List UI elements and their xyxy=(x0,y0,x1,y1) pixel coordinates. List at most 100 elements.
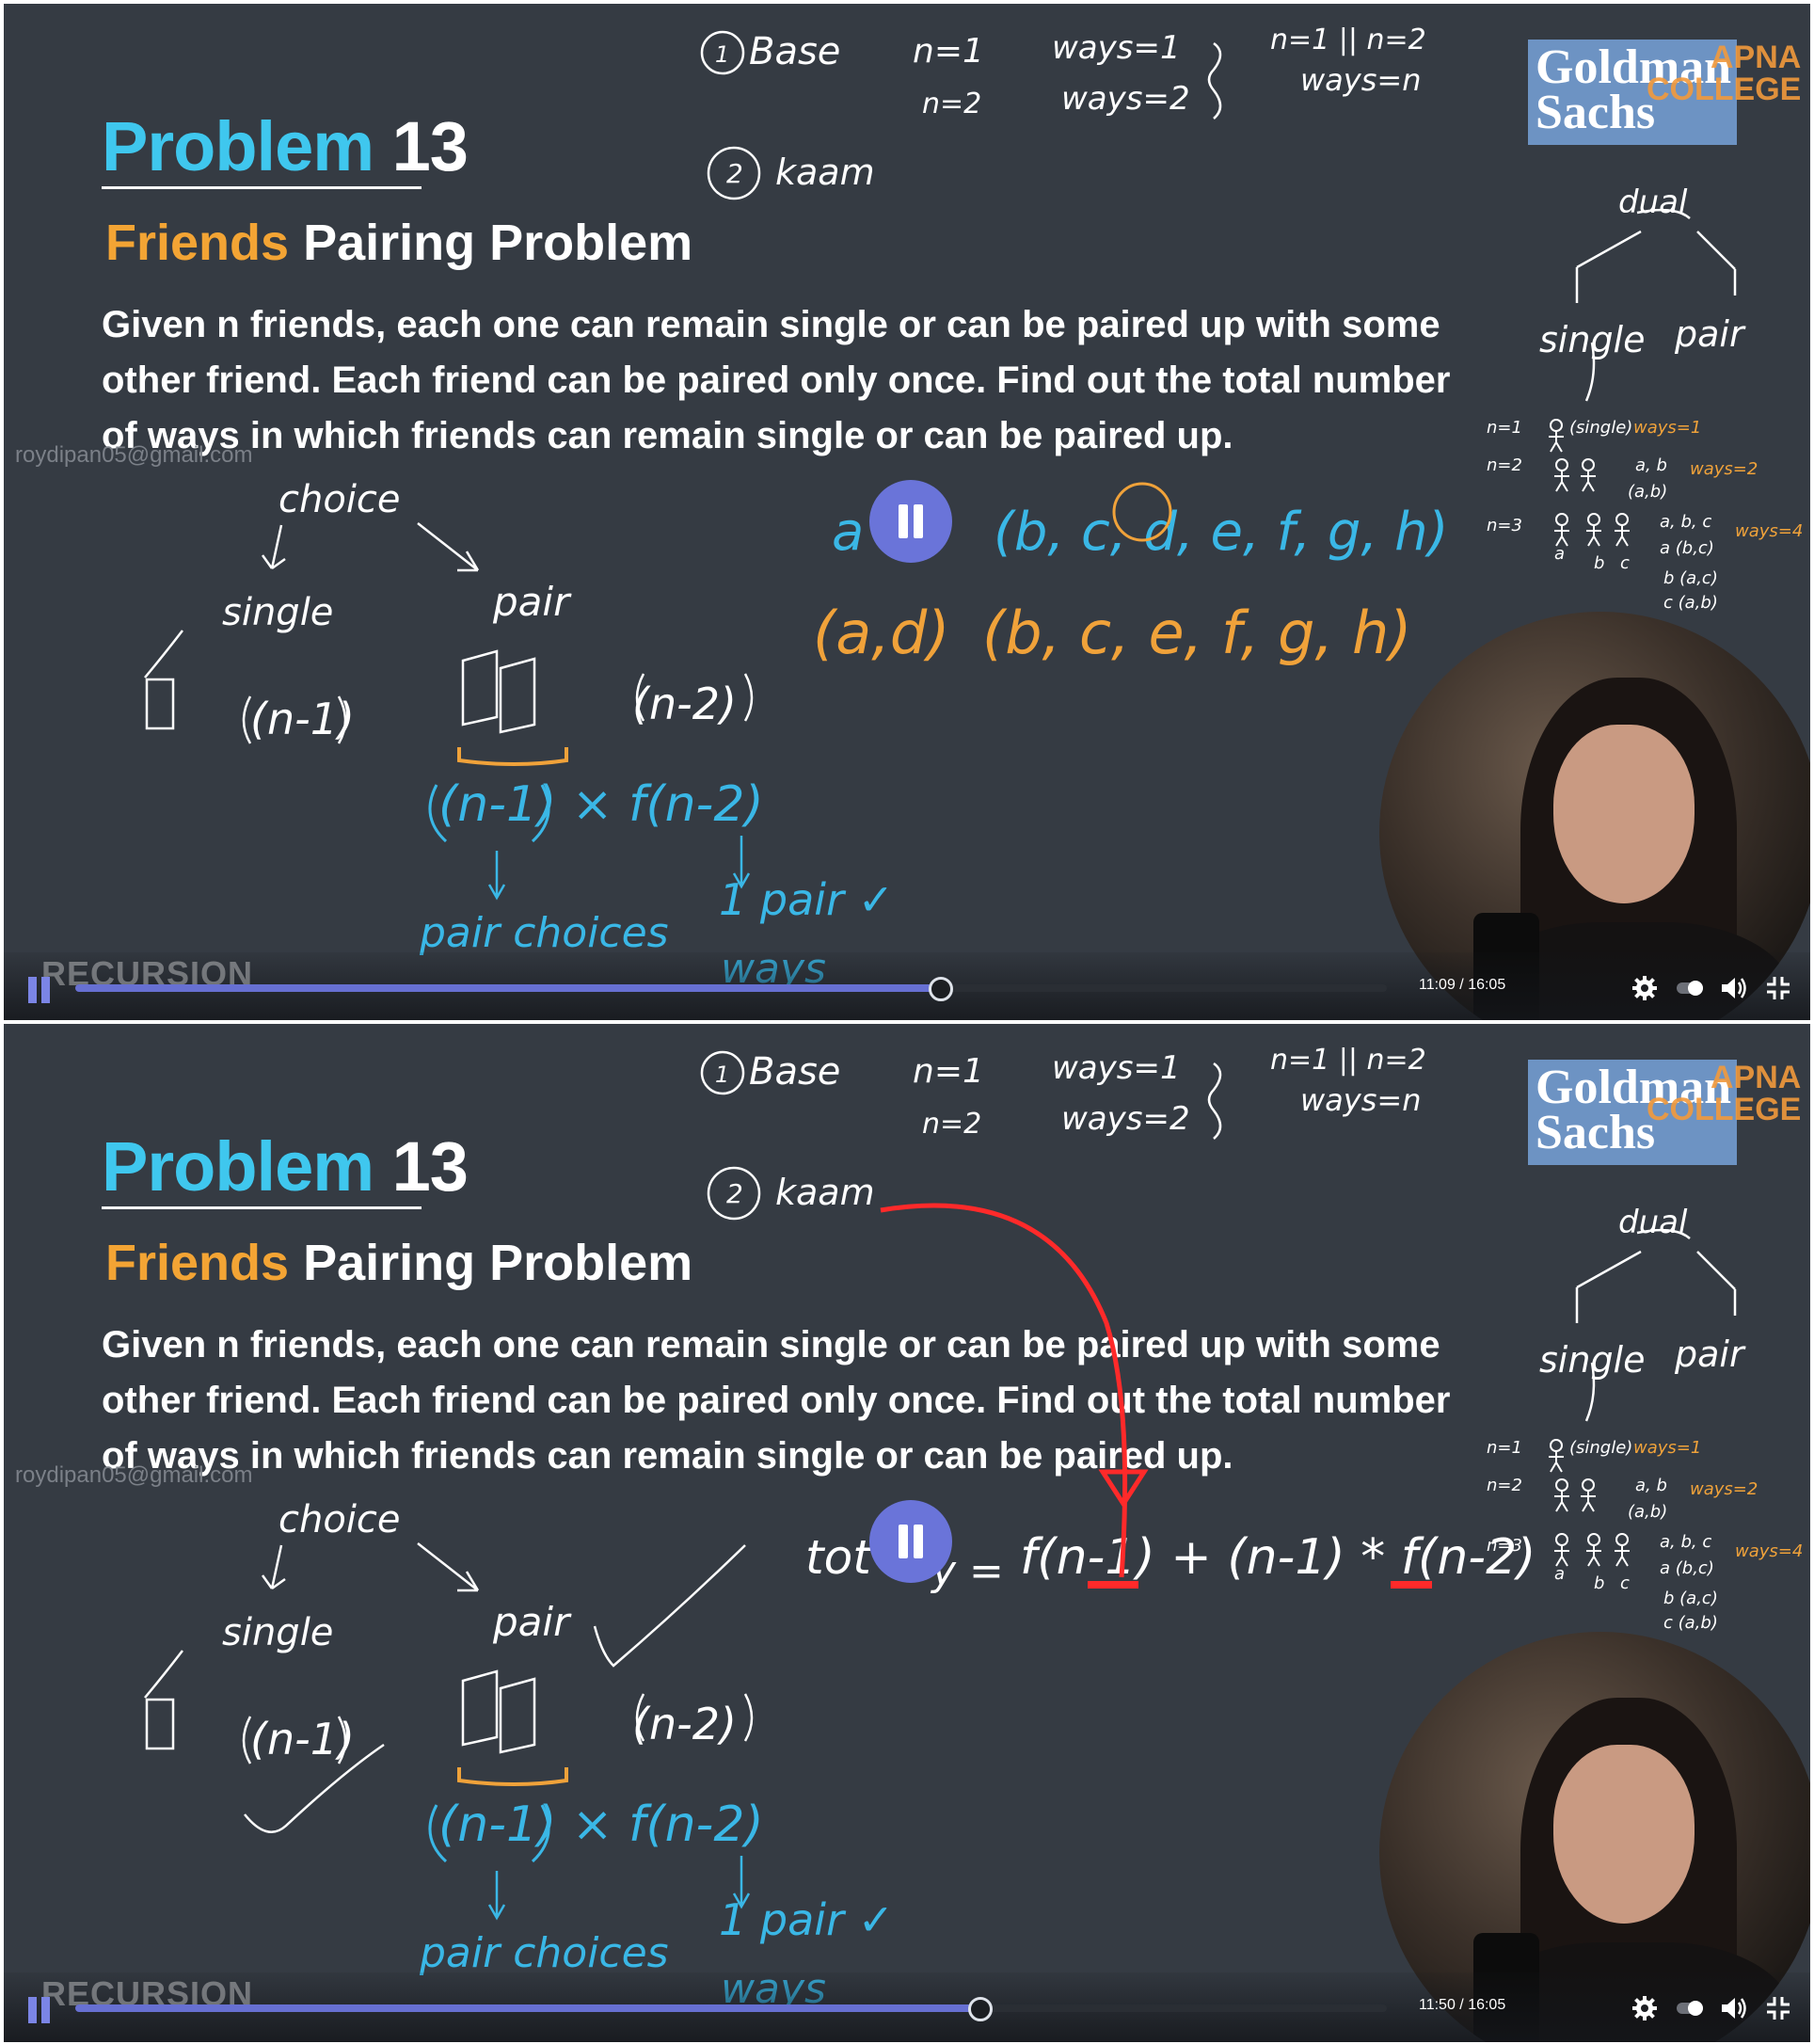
base-ways2: ways=2 xyxy=(1061,80,1190,118)
mini-label-a: a xyxy=(1554,544,1565,564)
mini-single: (single) xyxy=(1569,418,1632,438)
right-pair: pair xyxy=(1674,313,1746,355)
base-n2: n=2 xyxy=(922,88,981,120)
title-underline xyxy=(102,186,422,189)
progress-track[interactable] xyxy=(75,1997,1387,2021)
dual-branches xyxy=(1575,230,1737,303)
problem-title: Problem 13 xyxy=(102,1127,469,1206)
base-brace xyxy=(1207,1062,1222,1140)
autoplay-toggle-icon[interactable] xyxy=(1675,973,1705,1003)
settings-gear-icon[interactable] xyxy=(1630,1993,1660,2023)
recurrence-formula: f(n-1) + (n-1) * f(n-2) xyxy=(1020,1529,1536,1586)
kaam-number-circle xyxy=(707,146,761,200)
mini-n3: n=3 xyxy=(1487,1536,1522,1556)
webcam-face xyxy=(1553,725,1695,903)
n-minus-2-parens xyxy=(635,673,754,722)
mini-ways1: ways=1 xyxy=(1633,1438,1701,1458)
progress-track[interactable] xyxy=(75,977,1387,1001)
choice-label: choice xyxy=(278,478,401,521)
base-ways2: ways=2 xyxy=(1061,1100,1190,1138)
pause-icon xyxy=(899,1525,908,1558)
mini-single: (single) xyxy=(1569,1438,1632,1458)
mini-n2: n=2 xyxy=(1487,1476,1522,1495)
progress-scrubber-handle[interactable] xyxy=(967,1997,993,2021)
volume-icon[interactable] xyxy=(1718,973,1748,1003)
apna-college-logo-text: APNA COLLEGE xyxy=(1647,1060,1802,1127)
pause-icon-bar xyxy=(914,504,923,538)
sequence-orange-pair: (a,d) xyxy=(813,599,949,667)
mini-abc: a, b, c xyxy=(1660,1532,1711,1552)
exit-fullscreen-icon[interactable] xyxy=(1763,1993,1793,2023)
mini-abc: a, b, c xyxy=(1660,512,1711,532)
mini-ways4: ways=4 xyxy=(1735,521,1803,541)
single-check xyxy=(144,630,183,679)
mini-ab: a, b xyxy=(1635,1476,1667,1495)
settings-gear-icon[interactable] xyxy=(1630,973,1660,1003)
mini-a-bc: a (b,c) xyxy=(1660,538,1714,558)
mini-label-b: b xyxy=(1594,553,1604,573)
pair-choices-arrow xyxy=(487,1871,506,1921)
dual-branches xyxy=(1575,1250,1737,1323)
single-label: single xyxy=(222,1611,333,1654)
kaam-label: kaam xyxy=(775,152,875,193)
mini-ways2: ways=2 xyxy=(1690,1479,1758,1499)
base-brace xyxy=(1207,41,1222,120)
single-tail xyxy=(1584,1362,1596,1422)
pair-bracket xyxy=(457,747,568,766)
pair-person-boxes xyxy=(461,1669,536,1754)
play-pause-button[interactable] xyxy=(28,1997,53,2023)
kaam-number: 2 xyxy=(726,1178,743,1209)
mini-ways4: ways=4 xyxy=(1735,1541,1803,1561)
pair-choices-arrow xyxy=(487,851,506,901)
center-pause-button[interactable] xyxy=(869,1500,952,1583)
n-minus-2-label: (n-2) xyxy=(632,1699,737,1749)
volume-icon[interactable] xyxy=(1718,1993,1748,2023)
email-watermark: roydipan05@gmail.com xyxy=(15,1462,253,1488)
exit-fullscreen-icon[interactable] xyxy=(1763,973,1793,1003)
problem-subtitle: Friends Pairing Problem xyxy=(105,1235,693,1291)
sequence-blue-a: a xyxy=(832,502,864,563)
base-ways-n: ways=n xyxy=(1300,62,1421,98)
one-pair-arrow xyxy=(732,1856,751,1909)
progress-scrubber-handle[interactable] xyxy=(929,977,954,1001)
base-n1: n=1 xyxy=(913,1052,984,1091)
single-big-check xyxy=(244,1743,385,1833)
pair-label: pair xyxy=(492,1599,572,1645)
pause-icon xyxy=(28,977,37,1003)
base-label: Base xyxy=(749,30,840,73)
n-minus-1-blue-parens xyxy=(428,1804,550,1863)
mini-ways1: ways=1 xyxy=(1633,418,1701,438)
pause-icon-bar xyxy=(41,1997,50,2023)
email-watermark: roydipan05@gmail.com xyxy=(15,442,253,468)
n-minus-1-parens xyxy=(242,695,347,744)
formula-prefix: tot xyxy=(805,1530,873,1585)
video-frame-1: Problem 13 Friends Pairing Problem Given… xyxy=(4,4,1810,1022)
mini-stick-figures xyxy=(1549,1439,1630,1567)
kaam-label: kaam xyxy=(775,1172,875,1213)
play-pause-button[interactable] xyxy=(28,977,53,1003)
mini-a-bc: a (b,c) xyxy=(1660,1558,1714,1578)
mini-stick-figures xyxy=(1549,419,1630,547)
base-ways-n: ways=n xyxy=(1300,1082,1421,1118)
base-number-circle xyxy=(700,30,745,75)
kaam-number-circle xyxy=(707,1166,761,1221)
mini-label-c: c xyxy=(1620,553,1630,573)
mini-n1: n=1 xyxy=(1487,418,1522,438)
n-minus-2-label: (n-2) xyxy=(632,679,737,729)
pair-bracket xyxy=(457,1767,568,1786)
dual-underline xyxy=(1636,208,1691,219)
mini-ab-pair: (a,b) xyxy=(1628,482,1667,502)
choice-to-pair-arrow xyxy=(417,522,480,572)
center-pause-button[interactable] xyxy=(869,480,952,563)
autoplay-toggle-icon[interactable] xyxy=(1675,1993,1705,2023)
pair-choices-label: pair choices xyxy=(419,1929,669,1977)
single-person-box xyxy=(145,678,175,730)
apna-college-logo-text: APNA COLLEGE xyxy=(1647,40,1802,107)
times-expression: (n-1) × f(n-2) xyxy=(438,776,764,833)
goldman-sachs-logo xyxy=(1528,1060,1737,1165)
base-n1: n=1 xyxy=(913,32,984,71)
mini-n2: n=2 xyxy=(1487,455,1522,475)
base-n1-or-n2: n=1 || n=2 xyxy=(1270,1044,1426,1077)
problem-subtitle: Friends Pairing Problem xyxy=(105,215,693,271)
pair-choices-label: pair choices xyxy=(419,909,669,957)
